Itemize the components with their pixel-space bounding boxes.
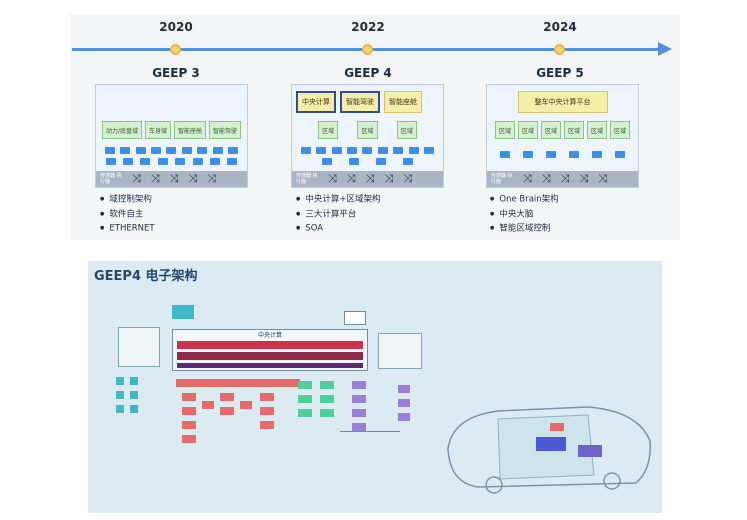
timeline-dot-icon [170,44,181,55]
network-switch-icon: ⤨ [579,172,589,185]
ecu-cube-row [298,158,437,166]
right-domain-block [378,333,422,369]
network-switch-icon: ⤨ [523,172,532,185]
zone-row: 区域 区域 区域 区域 区域 区域 [491,121,634,139]
module-box: 车身域 [144,121,171,139]
feature-item: ETHERNET [100,221,154,236]
diagram-title: GEEP4 电子架构 [94,269,198,284]
compute-bus-dark [177,352,363,360]
network-switch-icon: ⤨ [598,172,608,185]
top-module [172,305,194,319]
zone-box: 区域 [396,121,417,139]
module-row: 动力/底盘域 车身域 智能座舱 智能驾驶 [100,121,243,139]
year-2022: 2022 [351,20,385,34]
zone-box: 区域 [494,121,515,139]
zone-box: 区域 [357,121,378,139]
feature-item: 中央计算+区域架构 [296,192,380,207]
compute-box: 智能座舱 [384,91,422,113]
compute-bus-red [177,341,363,349]
compute-row: 中央计算 智能驾驶 智能座舱 [296,91,439,113]
network-switch-icon: ⤨ [207,172,217,185]
ecu-cube-row [102,147,241,155]
network-switch-icon: ⤨ [365,172,375,185]
geep4-architecture: 中央计算 智能驾驶 智能座舱 区域 区域 区域 传感器 执行器 ⤨ ⤨ ⤨ ⤨ … [291,84,444,188]
ecu-cube-row [493,151,632,159]
geep5-feature-list: One Brain架构 中央大脑 智能区域控制 [490,192,559,236]
geep-timeline-panel: 2020 2022 2024 GEEP 3 GEEP 4 GEEP 5 动力/底… [70,14,680,240]
sensor-actuator-row: 传感器 执行器 ⤨ ⤨ ⤨ ⤨ ⤨ [487,171,638,187]
generation-title: GEEP 4 [344,66,392,80]
sensor-label: 传感器 执行器 [100,173,122,185]
network-switch-icon: ⤨ [150,172,160,185]
ecu-cube-row [298,147,437,155]
timeline-dot-icon [362,44,373,55]
network-switch-icon: ⤨ [541,172,551,185]
external-module [344,311,366,325]
module-box: 智能座舱 [174,121,207,139]
timeline-dot-icon [554,44,565,55]
timeline-arrow-icon [658,42,672,56]
network-switch-icon: ⤨ [328,172,337,185]
zone-box: 区域 [610,121,631,139]
compute-box: 整车中央计算平台 [517,91,608,113]
geep5-architecture: 整车中央计算平台 区域 区域 区域 区域 区域 区域 传感器 执行器 ⤨ ⤨ ⤨… [486,84,639,188]
sensor-label: 传感器 执行器 [296,173,318,185]
zone-box: 区域 [318,121,339,139]
geep4-feature-list: 中央计算+区域架构 三大计算平台 SOA [296,192,381,236]
compute-bus-purple [177,363,363,368]
feature-item: 域控制架构 [100,192,155,207]
compute-row: 整车中央计算平台 [491,91,634,113]
sensor-actuator-row: 传感器 执行器 ⤨ ⤨ ⤨ ⤨ ⤨ [96,171,247,187]
geep3-architecture: 动力/底盘域 车身域 智能座舱 智能驾驶 传感器 执行器 ⤨ ⤨ ⤨ ⤨ ⤨ [95,84,248,188]
year-2020: 2020 [159,20,193,34]
network-switch-icon: ⤨ [384,172,394,185]
left-domain-block [118,327,160,367]
network-switch-icon: ⤨ [403,172,413,185]
feature-item: 中央大脑 [490,207,559,222]
feature-item: SOA [296,221,381,236]
module-box: 智能驾驶 [209,121,242,139]
sensor-actuator-row: 传感器 执行器 ⤨ ⤨ ⤨ ⤨ ⤨ [292,171,443,187]
red-branch [176,379,300,387]
generation-title: GEEP 3 [152,66,200,80]
ecu-cube-row [102,158,241,166]
compute-box: 智能驾驶 [340,91,380,113]
feature-item: 智能区域控制 [490,221,559,236]
module-box: 动力/底盘域 [101,121,142,139]
network-switch-icon: ⤨ [346,172,356,185]
network-switch-icon: ⤨ [132,172,141,185]
feature-item: One Brain架构 [490,192,558,207]
geep4-architecture-diagram: GEEP4 电子架构 中央计算 [88,261,662,513]
year-2024: 2024 [543,20,577,34]
car-outline-icon [447,406,651,494]
geep3-feature-list: 域控制架构 软件自主 ETHERNET [100,192,155,236]
zone-box: 区域 [540,121,561,139]
network-switch-icon: ⤨ [169,172,179,185]
central-compute-block: 中央计算 [172,329,368,371]
compute-box: 中央计算 [296,91,336,113]
generation-title: GEEP 5 [536,66,584,80]
green-branch [298,381,312,389]
zone-box: 区域 [587,121,608,139]
central-compute-label: 中央计算 [257,332,282,339]
network-switch-icon: ⤨ [188,172,198,185]
feature-item: 软件自主 [100,207,155,222]
zone-box: 区域 [517,121,538,139]
zone-box: 区域 [564,121,585,139]
sensor-label: 传感器 执行器 [491,173,513,185]
zone-row: 区域 区域 区域 [296,121,439,139]
purple-branch [352,381,366,389]
feature-item: 三大计算平台 [296,207,381,222]
network-switch-icon: ⤨ [560,172,570,185]
